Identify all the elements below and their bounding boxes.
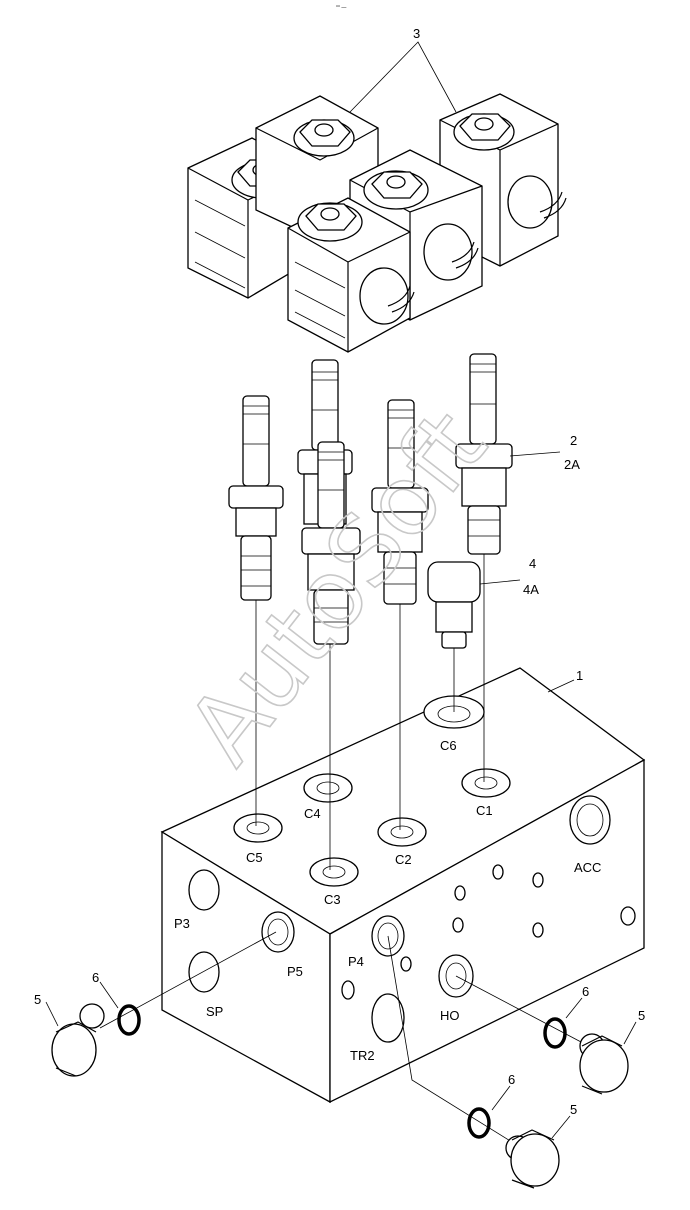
- label-c3: C3: [324, 892, 341, 907]
- label-p3: P3: [174, 916, 190, 931]
- cartridge-c1: [455, 353, 513, 555]
- port-c1: [461, 768, 511, 798]
- assembly-lines: [99, 554, 601, 1153]
- plug-bottom: [505, 1129, 560, 1189]
- corner-mark: °° —: [336, 5, 346, 11]
- port-acc: [569, 795, 611, 845]
- plugs-and-orings: [51, 1003, 629, 1189]
- label-c6: C6: [440, 738, 457, 753]
- oring-right: [543, 1017, 567, 1049]
- callout-2: 2: [570, 433, 577, 448]
- coil-front: [287, 197, 415, 353]
- label-p5: P5: [287, 964, 303, 979]
- label-p4: P4: [348, 954, 364, 969]
- label-ho: HO: [440, 1008, 460, 1023]
- plug-right: [579, 1033, 629, 1095]
- port-c4: [303, 773, 353, 803]
- oring-bottom: [467, 1107, 491, 1139]
- port-p3: [188, 869, 220, 911]
- callout-6-bottom: 6: [508, 1072, 515, 1087]
- solenoid-coils: [187, 93, 567, 353]
- port-c5: [233, 813, 283, 843]
- callout-6-right: 6: [582, 984, 589, 999]
- label-c4: C4: [304, 806, 321, 821]
- callout-numbers: 3 2 2A 4 4A 1 5 6 6 5 6 5: [34, 26, 645, 1117]
- port-labels: C6 C1 C4 C5 C2 C3 ACC P3 P5 P4 SP HO TR2: [174, 738, 601, 1063]
- label-c1: C1: [476, 803, 493, 818]
- plug-cartridge-c6: [427, 561, 481, 649]
- plug-left: [51, 1003, 105, 1077]
- port-sp: [188, 951, 220, 993]
- label-acc: ACC: [574, 860, 601, 875]
- label-tr2: TR2: [350, 1048, 375, 1063]
- valve-block-body: [160, 667, 646, 1104]
- cartridge-c2: [371, 399, 429, 605]
- callout-3: 3: [413, 26, 420, 41]
- callout-4a: 4A: [523, 582, 539, 597]
- port-c2: [377, 817, 427, 847]
- label-c2: C2: [395, 852, 412, 867]
- cartridge-c3: [301, 441, 361, 645]
- callout-5-bottom: 5: [570, 1102, 577, 1117]
- callout-4: 4: [529, 556, 536, 571]
- callout-2a: 2A: [564, 457, 580, 472]
- side-ports: [188, 795, 636, 1043]
- callout-1: 1: [576, 668, 583, 683]
- callout-5-left: 5: [34, 992, 41, 1007]
- port-p5: [261, 911, 295, 953]
- label-sp: SP: [206, 1004, 223, 1019]
- oring-left: [117, 1004, 141, 1036]
- callout-5-right: 5: [638, 1008, 645, 1023]
- port-tr2: [371, 993, 405, 1043]
- callout-6-left: 6: [92, 970, 99, 985]
- cartridge-valves: [228, 353, 513, 649]
- port-c3: [309, 857, 359, 887]
- leader-lines: [45, 41, 637, 1139]
- cartridge-c5: [228, 395, 284, 601]
- label-c5: C5: [246, 850, 263, 865]
